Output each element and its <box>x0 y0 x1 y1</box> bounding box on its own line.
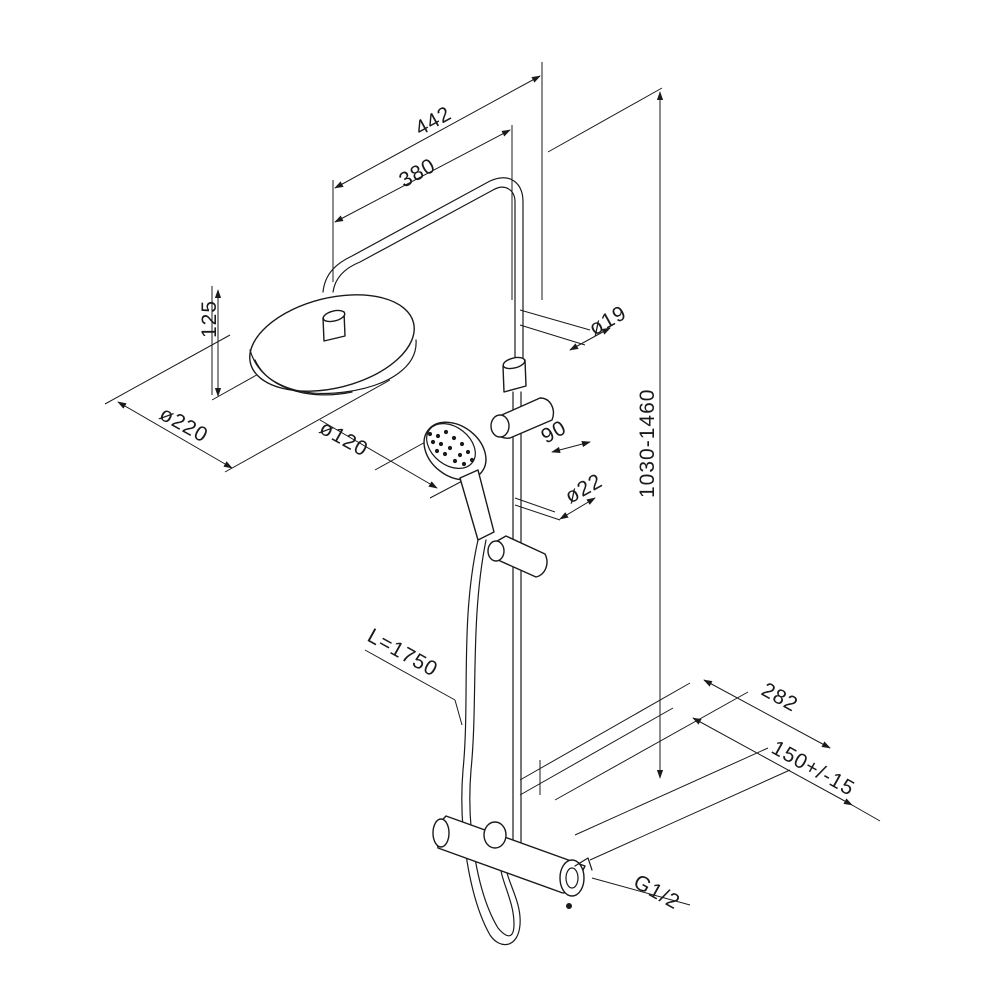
rain-shower-head <box>249 294 417 396</box>
upper-collar <box>502 356 527 393</box>
riser-bracket <box>490 397 555 439</box>
dim-282-label: 282 <box>758 678 802 717</box>
dim-22-label: ø22 <box>561 469 606 508</box>
hand-shower-head <box>423 421 495 541</box>
dim-150-label: 150+/-15 <box>768 736 859 800</box>
hose-length-label: L=1750 <box>364 624 442 681</box>
dim-height-label: 1030-1460 <box>636 389 659 498</box>
dim-220-label: ø220 <box>156 402 213 447</box>
overhead-arm <box>332 186 516 363</box>
shower-system <box>249 177 593 946</box>
dimension-lines <box>117 75 881 822</box>
slide-holder <box>487 535 548 578</box>
riser-pipe <box>512 391 522 849</box>
dim-120-label: ø120 <box>316 416 373 461</box>
dimension-labels: 442 380 125 ø220 ø120 ø19 90 ø22 1030-14… <box>156 102 859 915</box>
shower-hose <box>461 539 521 946</box>
dim-19-label: ø19 <box>585 301 630 340</box>
thermostatic-mixer <box>432 815 593 909</box>
dim-125-label: 125 <box>198 300 221 338</box>
projection-lines <box>104 62 791 906</box>
hand-shower-handle <box>459 469 495 541</box>
connection-label: G1/2 <box>630 870 684 914</box>
